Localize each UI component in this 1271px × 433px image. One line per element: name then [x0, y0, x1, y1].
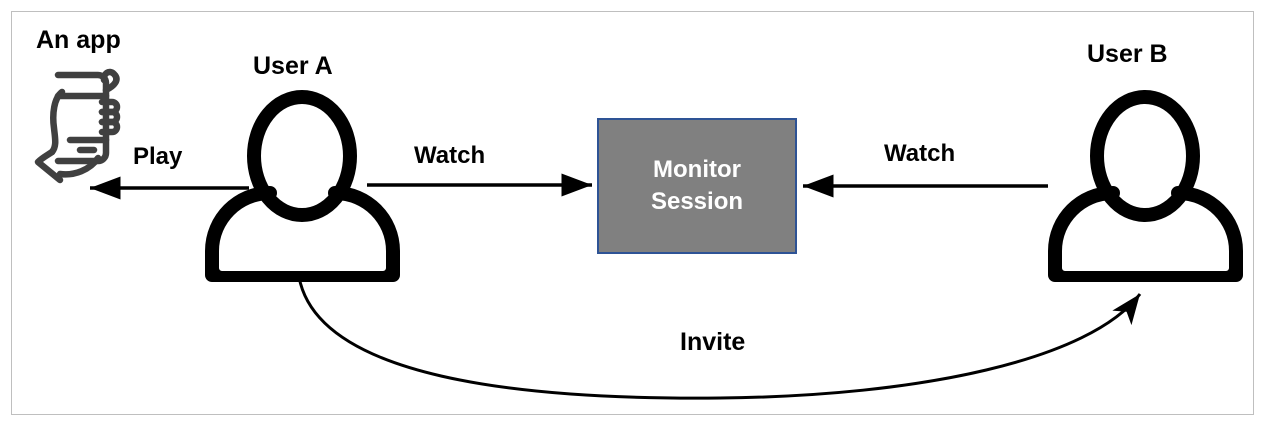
edge-label-play: Play	[133, 143, 183, 170]
app-title-label: An app	[36, 26, 121, 54]
person-icon	[1043, 86, 1248, 285]
monitor-session-label-line1: Monitor	[653, 156, 741, 184]
user-a-label: User A	[253, 52, 333, 80]
edge-label-watch-right: Watch	[884, 140, 956, 167]
person-icon	[200, 86, 405, 285]
user-b-label: User B	[1087, 40, 1168, 68]
monitor-session-label-line2: Session	[650, 188, 744, 215]
edge-label-watch-left: Watch	[414, 142, 486, 169]
edge-label-invite: Invite	[680, 328, 746, 356]
monitor-session-box[interactable]: Monitor Session	[597, 118, 797, 254]
hand-holding-phone-icon	[32, 62, 132, 184]
